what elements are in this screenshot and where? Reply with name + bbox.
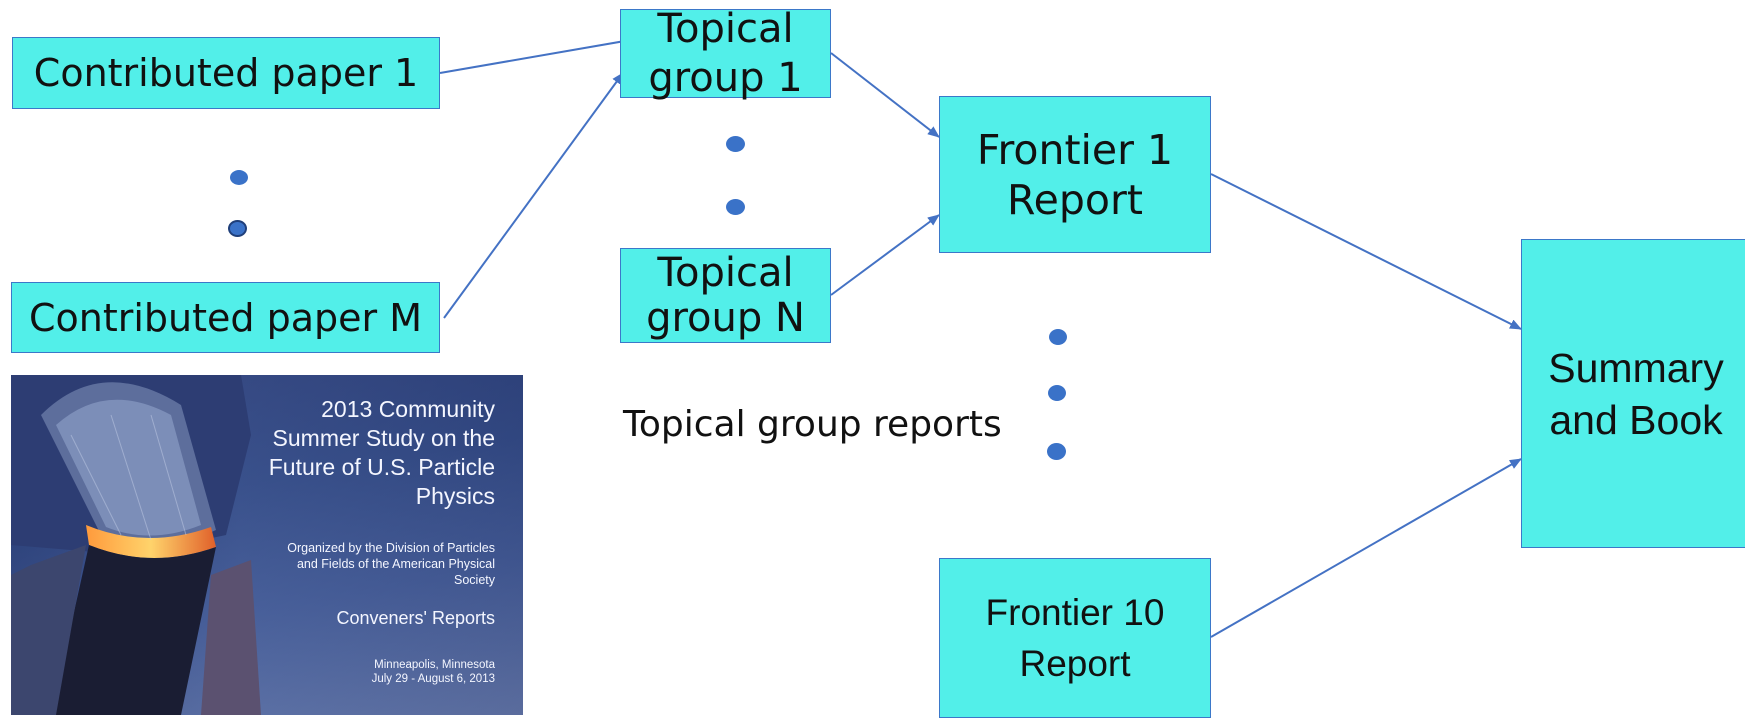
- node-label: Contributed paper 1: [33, 51, 419, 95]
- edge-tgn-to-f1: [830, 214, 940, 296]
- node-topical-group-1: Topical group 1: [620, 6, 831, 101]
- topical-group-reports-label: Topical group reports: [623, 404, 1002, 445]
- cover-location: Minneapolis, Minnesota: [374, 659, 495, 671]
- ellipsis-dot: [1048, 385, 1066, 401]
- building-illustration: [11, 375, 523, 715]
- node-frontier-1-report: Frontier 1 Report: [939, 96, 1211, 253]
- node-contributed-paper-m: Contributed paper M: [11, 282, 440, 353]
- ellipsis-dot: [726, 136, 745, 152]
- edge-cp1-to-tg1: [439, 33, 649, 74]
- node-frontier-10-report: Frontier 10 Report: [939, 558, 1211, 718]
- edge-cpm-to-tg1: [443, 72, 624, 319]
- node-label: Summary and Book: [1548, 344, 1724, 443]
- ellipsis-dot: [228, 220, 247, 237]
- node-label: Frontier 1 Report: [976, 125, 1174, 224]
- edge-f1-to-summary: [1210, 173, 1522, 330]
- ellipsis-dot: [726, 199, 745, 215]
- cover-title: 2013 Community Summer Study on the Futur…: [268, 396, 495, 509]
- ellipsis-dot: [1047, 443, 1066, 460]
- edge-f10-to-summary: [1210, 458, 1522, 638]
- node-contributed-paper-1: Contributed paper 1: [12, 37, 440, 109]
- edge-tg1-to-f1: [830, 52, 940, 138]
- ellipsis-dot: [230, 170, 248, 185]
- cover-dates: July 29 - August 6, 2013: [371, 673, 495, 685]
- node-label: Contributed paper M: [28, 295, 423, 340]
- cover-subtitle: Conveners' Reports: [336, 608, 495, 628]
- book-cover-image: 2013 Community Summer Study on the Futur…: [11, 375, 523, 715]
- node-label: Topical group N: [646, 249, 805, 341]
- cover-organizer: Organized by the Division of Particles a…: [287, 541, 495, 587]
- node-label: Frontier 10 Report: [985, 592, 1165, 684]
- node-topical-group-n: Topical group N: [620, 248, 831, 343]
- node-label: Topical group 1: [648, 5, 803, 101]
- ellipsis-dot: [1049, 329, 1067, 345]
- node-summary-and-book: Summary and Book: [1521, 239, 1745, 548]
